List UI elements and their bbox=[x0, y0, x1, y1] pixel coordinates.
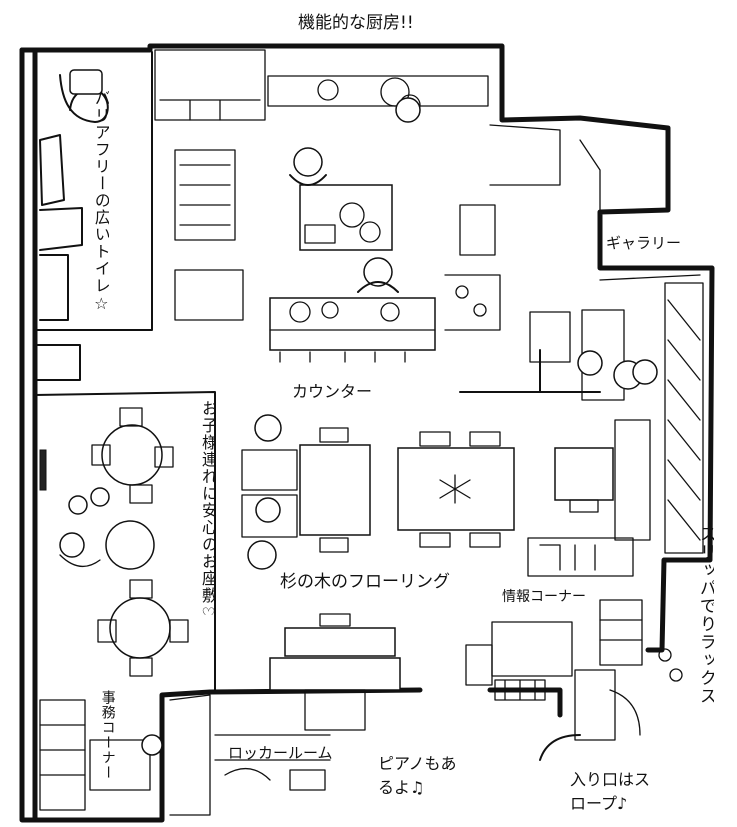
label-gallery: ギャラリー bbox=[606, 234, 682, 252]
office-area bbox=[39, 694, 331, 816]
counter bbox=[269, 297, 436, 363]
label-piano: ピアノもあるよ♫ bbox=[378, 754, 457, 797]
label-locker-room: ロッカールーム bbox=[228, 744, 333, 762]
label-office: 事務コーナー bbox=[100, 690, 115, 780]
toilet-room bbox=[34, 51, 153, 331]
interior-walls bbox=[34, 344, 601, 691]
gallery-area bbox=[527, 274, 704, 682]
label-flooring: 杉の木のフローリング bbox=[280, 572, 450, 592]
label-info-corner: 情報コーナー bbox=[502, 589, 586, 605]
tatami-room bbox=[39, 407, 189, 677]
label-counter: カウンター bbox=[292, 382, 373, 401]
label-kitchen: 機能的な厨房!! bbox=[298, 13, 414, 33]
label-slipper-rack: スリッパでりラックス bbox=[696, 525, 714, 705]
label-tatami: お子様連れに安心のお座敷♡ bbox=[199, 400, 216, 615]
label-entrance: 入り口はスロープ♪ bbox=[570, 770, 651, 813]
kitchen-area bbox=[154, 49, 601, 331]
dining-tables bbox=[241, 414, 614, 570]
piano-area bbox=[269, 613, 641, 761]
outer-walls bbox=[19, 43, 715, 823]
label-toilet: バリアフリーの広いトイレ☆ bbox=[92, 90, 109, 314]
